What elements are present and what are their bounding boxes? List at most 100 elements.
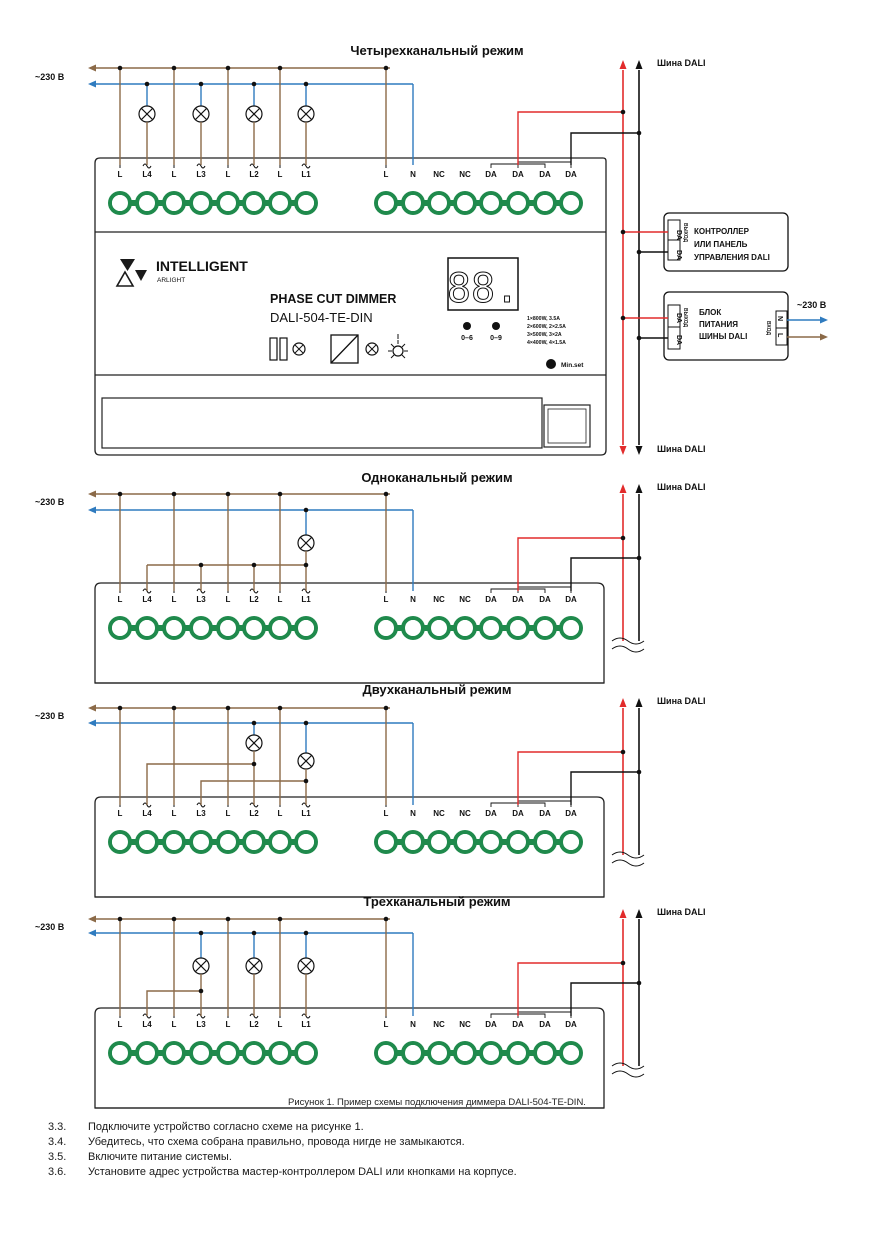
terminal-hole — [298, 195, 314, 211]
terminal-label: L — [172, 1020, 177, 1029]
terminal-hole — [246, 1045, 262, 1061]
terminal-hole — [220, 834, 236, 850]
product-name: PHASE CUT DIMMER — [270, 292, 396, 306]
step-text: Подключите устройство согласно схеме на … — [88, 1121, 364, 1133]
terminal-hole — [405, 195, 421, 211]
terminal-hole — [378, 1045, 394, 1061]
junction-dot — [620, 960, 626, 966]
terminal-hole — [298, 834, 314, 850]
arrow-head — [88, 490, 96, 498]
terminal-label: DA — [485, 595, 497, 604]
terminal-label: L — [278, 170, 283, 179]
lamp-icon — [365, 342, 379, 356]
terminal-hole — [193, 834, 209, 850]
lamp-icon — [245, 957, 263, 975]
terminal-hole — [483, 620, 499, 636]
terminal-label: L4 — [142, 595, 152, 604]
button-label: 0–6 — [461, 335, 473, 342]
terminal-label: NC — [459, 170, 471, 179]
heading: Одноканальный режим — [361, 470, 512, 485]
terminal-hole — [193, 195, 209, 211]
junction-dot — [277, 491, 283, 497]
arrow-head — [88, 506, 96, 514]
terminal-hole — [298, 620, 314, 636]
logo-mark-icon — [120, 259, 135, 271]
lamp-cross — [300, 108, 312, 120]
junction-dot — [636, 249, 642, 255]
terminal-label: L1 — [301, 1020, 311, 1029]
arrow-head — [820, 333, 828, 341]
terminal-strip — [108, 616, 583, 640]
arrow-head — [88, 64, 96, 72]
junction-dot — [277, 916, 283, 922]
junction-dot — [117, 65, 123, 71]
terminal-label: DA — [565, 809, 577, 818]
terminal-label: L — [226, 1020, 231, 1029]
supply-label: ~230 В — [35, 72, 65, 82]
terminal-hole — [457, 620, 473, 636]
terminal-hole — [166, 1045, 182, 1061]
bulb-ray — [390, 343, 395, 348]
terminal-label: L4 — [142, 1020, 152, 1029]
terminal-label: NC — [459, 1020, 471, 1029]
terminal-hole — [431, 834, 447, 850]
step-text: Включите питание системы. — [88, 1151, 232, 1163]
terminal-hole — [431, 1045, 447, 1061]
terminal-hole — [112, 1045, 128, 1061]
junction-dot — [620, 315, 626, 321]
supply-label: ~230 В — [35, 711, 65, 721]
terminal-label: L — [278, 1020, 283, 1029]
terminal-label: DA — [485, 809, 497, 818]
terminal-hole — [537, 1045, 553, 1061]
terminal-label: N — [410, 595, 416, 604]
junction-dot — [303, 930, 309, 936]
dali-black-wire — [570, 982, 639, 1016]
terminal-label: L — [278, 809, 283, 818]
terminal-label: L — [118, 1020, 123, 1029]
bus-label: Шина DALI — [657, 696, 706, 706]
segment-display — [447, 257, 519, 311]
brand-sub: ARLIGHT — [157, 277, 185, 284]
terminal-bridge — [386, 839, 571, 845]
dim-symbol-icon — [196, 163, 206, 169]
terminal-label: L2 — [249, 809, 259, 818]
load-wire — [146, 990, 201, 1016]
dali-red-wire — [517, 537, 623, 591]
port-label: ВХОД — [765, 321, 771, 335]
terminal-hole — [272, 620, 288, 636]
dali-black-wire — [570, 771, 639, 805]
terminal-hole — [139, 834, 155, 850]
break-mark — [611, 1062, 645, 1070]
step-item: 3.4. Убедитесь, что схема собрана правил… — [48, 1135, 848, 1150]
step-number: 3.4. — [48, 1136, 67, 1148]
junction-dot — [225, 705, 231, 711]
terminal-label: L — [226, 809, 231, 818]
terminal-label: L — [384, 1020, 389, 1029]
controller-box — [663, 212, 789, 272]
supply-label: ~230 В — [35, 922, 65, 932]
terminal-hole — [431, 195, 447, 211]
terminal-hole — [139, 195, 155, 211]
junction-dot — [171, 705, 177, 711]
junction-dot — [277, 65, 283, 71]
lamp-cross — [195, 960, 207, 972]
terminal-hole — [378, 834, 394, 850]
terminal-hole — [193, 1045, 209, 1061]
terminal-hole — [272, 834, 288, 850]
terminal-label: L3 — [196, 170, 206, 179]
terminal-hole — [483, 1045, 499, 1061]
arrow-head — [88, 719, 96, 727]
lamp-cross — [195, 108, 207, 120]
supply-label: ~230 В — [35, 497, 65, 507]
terminal-hole — [112, 834, 128, 850]
terminal-label: DA — [539, 1020, 551, 1029]
terminal-hole — [166, 195, 182, 211]
minset-button — [546, 359, 556, 369]
terminal-label: L2 — [249, 170, 259, 179]
terminal-hole — [537, 195, 553, 211]
display-value: 88. — [447, 266, 519, 312]
break-mark — [611, 645, 645, 653]
bus-label: Шина DALI — [657, 907, 706, 917]
